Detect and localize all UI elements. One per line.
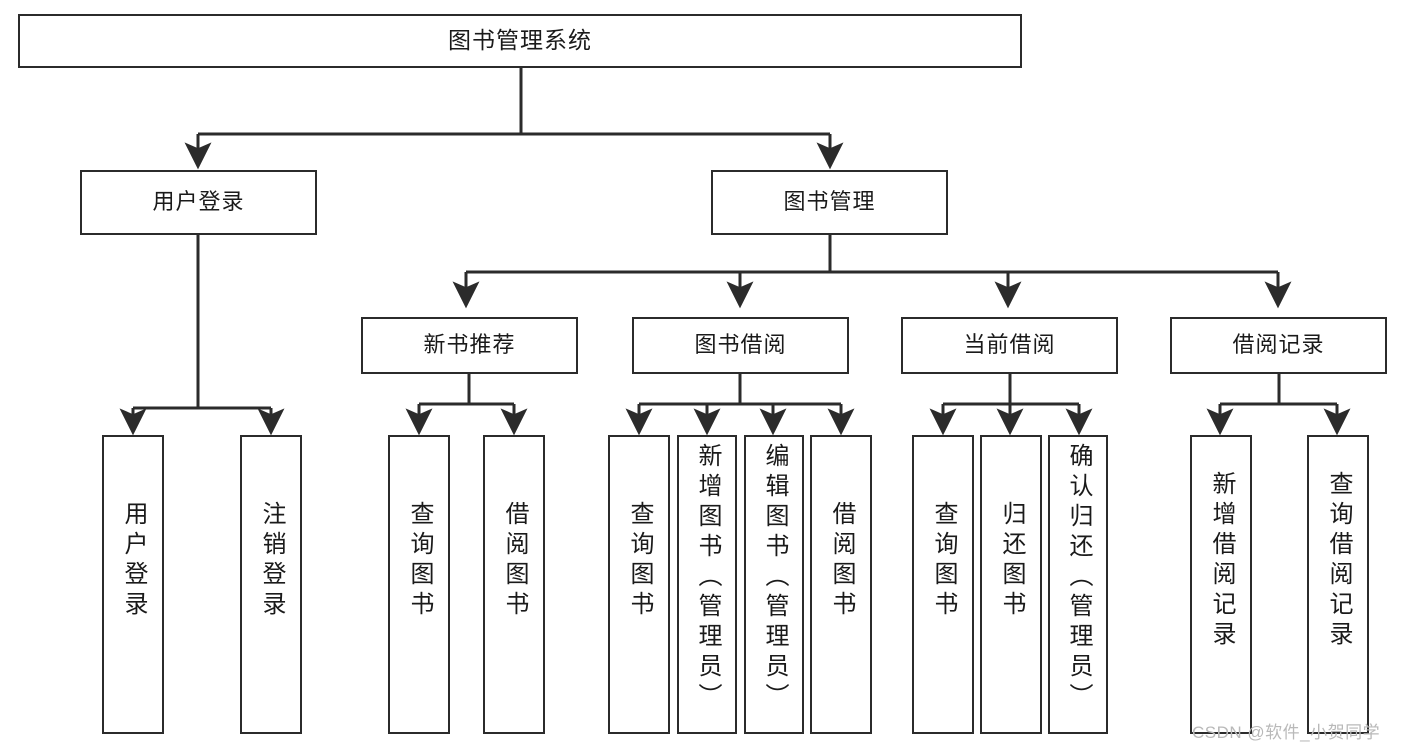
- node-root-label: 图书管理系统: [448, 27, 592, 54]
- csdn-watermark: CSDN @软件_小贺同学: [1192, 723, 1381, 742]
- node-book-borrow-label: 图书借阅: [694, 332, 787, 358]
- node-leaf-query-record-label: 查询借阅记录: [1325, 471, 1352, 651]
- node-leaf-edit-book-label: 编辑图书（管理员）: [761, 443, 788, 713]
- node-leaf-add-record[interactable]: 新增借阅记录: [1190, 435, 1252, 734]
- node-borrow-record[interactable]: 借阅记录: [1170, 317, 1387, 374]
- node-leaf-query-book-3-label: 查询图书: [930, 501, 957, 621]
- node-leaf-user-login[interactable]: 用户登录: [102, 435, 164, 734]
- node-leaf-user-logout-label: 注销登录: [258, 501, 285, 621]
- node-book-manage[interactable]: 图书管理: [711, 170, 948, 235]
- node-book-manage-label: 图书管理: [783, 189, 876, 215]
- node-current-borrow[interactable]: 当前借阅: [901, 317, 1118, 374]
- node-leaf-user-logout[interactable]: 注销登录: [240, 435, 302, 734]
- node-leaf-return-book-label: 归还图书: [998, 501, 1025, 621]
- node-new-book-recommend-label: 新书推荐: [423, 332, 516, 358]
- node-borrow-record-label: 借阅记录: [1232, 332, 1325, 358]
- node-book-borrow[interactable]: 图书借阅: [632, 317, 849, 374]
- node-leaf-query-book-1-label: 查询图书: [406, 501, 433, 621]
- node-leaf-query-book-3[interactable]: 查询图书: [912, 435, 974, 734]
- node-leaf-edit-book[interactable]: 编辑图书（管理员）: [744, 435, 804, 734]
- node-leaf-query-book-1[interactable]: 查询图书: [388, 435, 450, 734]
- node-leaf-confirm-return-label: 确认归还（管理员）: [1065, 443, 1092, 713]
- node-leaf-user-login-label: 用户登录: [120, 501, 147, 621]
- node-leaf-query-record[interactable]: 查询借阅记录: [1307, 435, 1369, 734]
- node-leaf-query-book-2-label: 查询图书: [626, 501, 653, 621]
- node-leaf-query-book-2[interactable]: 查询图书: [608, 435, 670, 734]
- node-leaf-return-book[interactable]: 归还图书: [980, 435, 1042, 734]
- node-user-login-label: 用户登录: [152, 189, 245, 215]
- node-user-login[interactable]: 用户登录: [80, 170, 317, 235]
- node-leaf-borrow-book-2[interactable]: 借阅图书: [810, 435, 872, 734]
- node-leaf-borrow-book-1[interactable]: 借阅图书: [483, 435, 545, 734]
- node-current-borrow-label: 当前借阅: [963, 332, 1056, 358]
- node-leaf-add-record-label: 新增借阅记录: [1208, 471, 1235, 651]
- node-leaf-confirm-return[interactable]: 确认归还（管理员）: [1048, 435, 1108, 734]
- node-leaf-borrow-book-1-label: 借阅图书: [501, 501, 528, 621]
- node-leaf-add-book-label: 新增图书（管理员）: [694, 443, 721, 713]
- node-leaf-add-book[interactable]: 新增图书（管理员）: [677, 435, 737, 734]
- node-root[interactable]: 图书管理系统: [18, 14, 1022, 68]
- node-leaf-borrow-book-2-label: 借阅图书: [828, 501, 855, 621]
- node-new-book-recommend[interactable]: 新书推荐: [361, 317, 578, 374]
